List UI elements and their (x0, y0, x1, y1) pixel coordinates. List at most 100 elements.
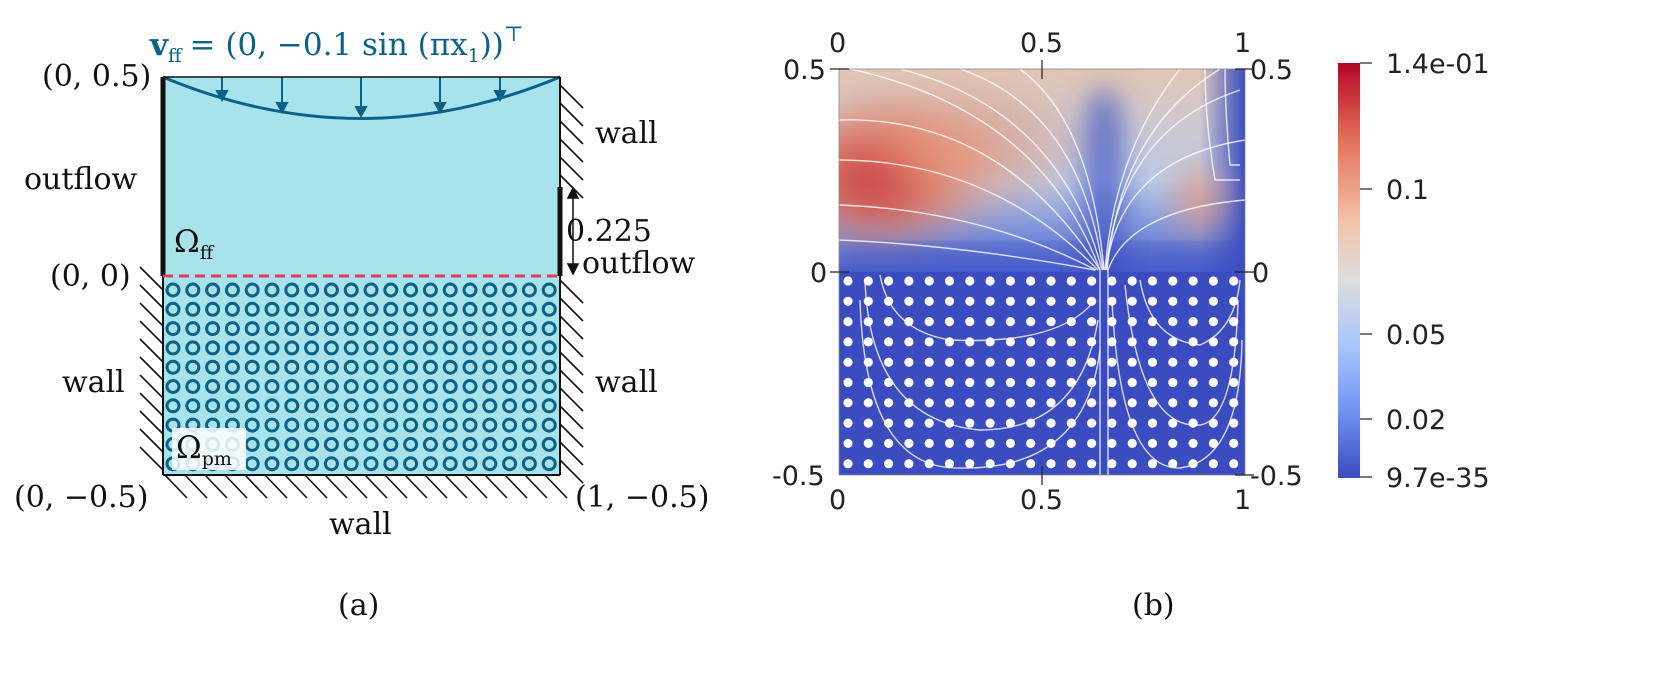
inclusion-ring (304, 456, 320, 472)
inclusion-ring (165, 398, 181, 414)
solid-dot (1026, 398, 1036, 408)
inclusion-ring (541, 340, 557, 356)
inclusion-ring (541, 301, 557, 317)
solid-dot (1066, 276, 1076, 286)
solid-dot (904, 438, 914, 448)
solid-dot (924, 276, 934, 286)
inclusion-ring (482, 359, 498, 375)
inclusion-ring (343, 436, 359, 452)
solid-dot (1005, 276, 1016, 286)
inclusion-ring (264, 398, 280, 414)
inclusion-ring (521, 379, 537, 394)
solid-dot (863, 418, 873, 428)
inclusion-ring (521, 359, 537, 375)
solid-dot (1046, 377, 1056, 388)
inclusion-ring (323, 340, 339, 356)
inclusion-ring (343, 359, 359, 375)
wall-hatch (559, 351, 584, 376)
solid-dot (1046, 357, 1056, 367)
inclusion-ring (541, 282, 557, 298)
inclusion-ring (502, 417, 518, 433)
solid-dot (944, 398, 955, 408)
solid-dot (1168, 276, 1178, 286)
inclusion-ring (205, 359, 221, 375)
inclusion-ring (185, 359, 201, 375)
solid-dot (904, 276, 914, 286)
inclusion-ring (521, 417, 537, 433)
dimension-arrow (566, 186, 580, 276)
solid-dot (1005, 398, 1016, 408)
inclusion-ring (521, 456, 537, 472)
inclusion-ring (422, 282, 438, 298)
inclusion-ring (462, 359, 478, 375)
solid-dot (1026, 438, 1036, 448)
solid-dot (924, 337, 934, 347)
solid-dot (904, 357, 914, 367)
solid-dot (1208, 438, 1218, 448)
inclusion-ring (482, 436, 498, 452)
inclusion-ring (521, 301, 537, 317)
inclusion-ring (541, 398, 557, 414)
corner-mid-left: (0, 0) (50, 259, 131, 294)
solid-dot (1127, 398, 1137, 408)
inclusion-ring (442, 282, 458, 298)
inclusion-ring (482, 321, 498, 337)
inclusion-ring (165, 282, 181, 298)
solid-dot (1208, 459, 1218, 469)
solid-dot (1026, 276, 1036, 286)
inclusion-ring (244, 321, 260, 337)
inclusion-ring (205, 379, 221, 394)
solid-dot (843, 357, 853, 367)
inclusion-ring (304, 417, 320, 433)
bottom-tick-2: 1 (1234, 485, 1251, 516)
label-right-outflow: outflow (582, 246, 696, 281)
solid-dot (1229, 337, 1239, 347)
inclusion-ring (244, 417, 260, 433)
wall-hatch (444, 474, 468, 499)
solid-dot (1168, 377, 1178, 388)
inclusion-ring (422, 321, 438, 337)
solid-dot (1107, 438, 1117, 448)
inclusion-ring (462, 398, 478, 414)
solid-dot (1066, 459, 1076, 469)
inclusion-ring (403, 417, 419, 433)
wall-hatch (264, 474, 288, 499)
inclusion-ring (284, 379, 300, 394)
inclusion-ring (482, 282, 498, 298)
solid-dot (1208, 398, 1218, 408)
wall-hatch (284, 474, 308, 499)
inclusion-ring (403, 301, 419, 317)
inclusion-ring (442, 436, 458, 452)
inclusion-ring (264, 301, 280, 317)
wall-hatch (559, 369, 584, 394)
wall-hatch (559, 315, 584, 340)
inclusion-ring (343, 301, 359, 317)
inclusion-ring (502, 398, 518, 414)
solid-dot (843, 459, 853, 469)
solid-dot (1005, 296, 1016, 306)
solid-dot (1087, 418, 1097, 428)
wall-hatch (559, 156, 584, 181)
solid-dot (1147, 377, 1158, 388)
solid-dot (985, 296, 995, 306)
wall-hatch (559, 405, 584, 430)
inclusion-ring (205, 398, 221, 414)
solid-dot (1046, 398, 1056, 408)
colorbar-label-2: 0.1 (1386, 175, 1429, 206)
inclusion-ring (521, 436, 537, 452)
solid-dot (1147, 337, 1158, 347)
solid-dot (1168, 459, 1178, 469)
inclusion-ring (462, 379, 478, 394)
inclusion-ring (462, 282, 478, 298)
solid-dot (1107, 377, 1117, 388)
inclusion-ring (462, 456, 478, 472)
label-omega-pm: Ωpm (176, 430, 232, 470)
wall-hatch (184, 474, 208, 499)
solid-dot (1066, 418, 1076, 428)
inclusion-ring (205, 321, 221, 337)
label-right-top-wall: wall (595, 116, 658, 151)
inclusion-ring (383, 417, 399, 433)
solid-dot (1066, 377, 1076, 388)
solid-dot (1127, 337, 1137, 347)
wall-hatch (139, 284, 164, 309)
